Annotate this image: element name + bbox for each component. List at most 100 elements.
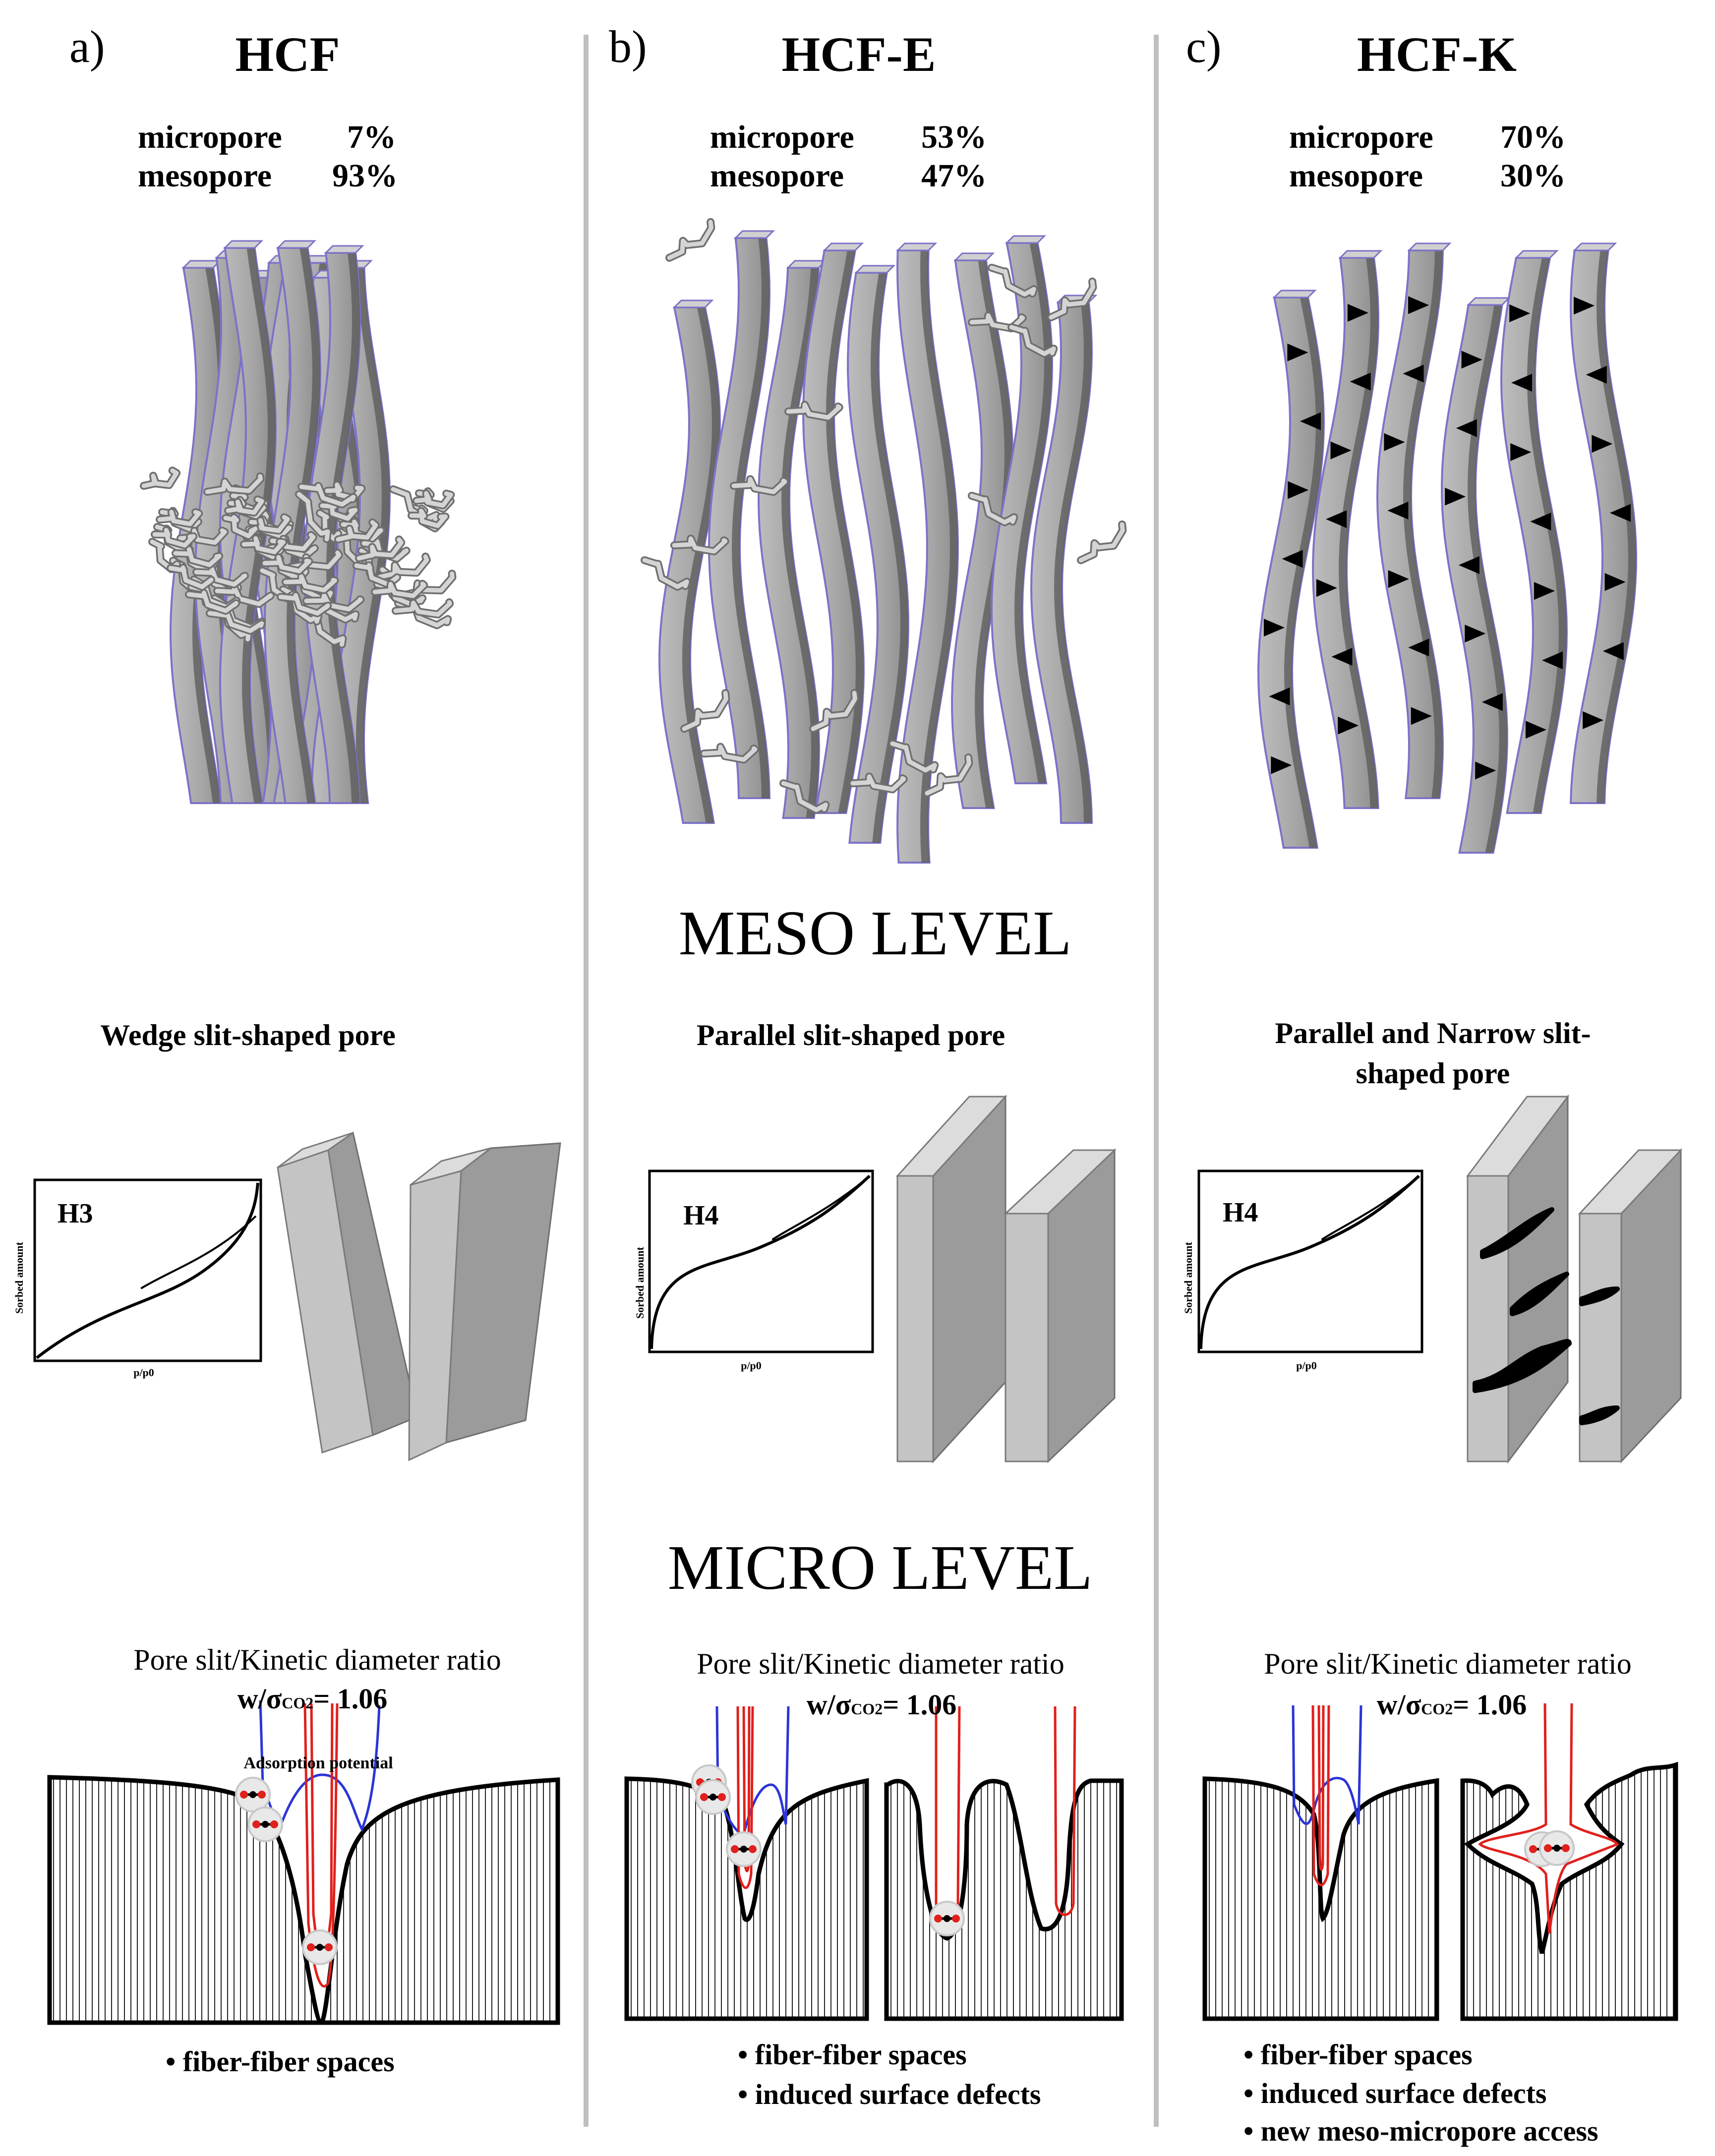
panel-a-fibril (140, 466, 181, 490)
panel-b-fibril (730, 475, 789, 496)
panel-c-defect (1326, 510, 1347, 528)
panel-b-mesopore-label: mesopore (710, 158, 844, 194)
panel-c-defect (1511, 374, 1533, 392)
panel-a-hysteresis-type: H3 (58, 1198, 93, 1229)
panel-c-fiber (1257, 290, 1325, 849)
panel-a-slab-left (277, 1131, 418, 1454)
panel-c-title: HCF-K (1357, 27, 1517, 82)
panel-a-fibril (371, 580, 428, 600)
panel-a-fibril (245, 513, 292, 535)
co2-molecule (695, 1779, 731, 1815)
panel-a-fibril (203, 472, 265, 496)
panel-b-fiber (708, 230, 775, 799)
panel-b-pore-shape: Parallel slit-shaped pore (696, 1019, 1005, 1051)
panel-c-defect (1287, 344, 1308, 361)
panel-c-slab-right (1578, 1148, 1683, 1463)
panel-a-fibril (355, 535, 406, 562)
panel-c-defect (1475, 761, 1496, 780)
panel-b-axis-y-label: Sorbed amount (634, 1247, 646, 1319)
panel-a-micropore-label: micropore (138, 119, 282, 155)
panel-c-slit-defect (1473, 1339, 1572, 1393)
panel-a-fibril (413, 489, 455, 510)
panel-a-fiber (219, 240, 277, 804)
panel-c-slit-defect (1510, 1272, 1569, 1316)
panel-b-potential-outer (742, 1706, 790, 1835)
panel-b-bullet-2: • induced surface defects (738, 2078, 1041, 2110)
panel-c-defect (1445, 487, 1466, 506)
panel-a-letter: a) (69, 21, 105, 72)
panel-a-fibril (148, 538, 181, 573)
panel-c-defect (1269, 687, 1290, 705)
panel-a-pore-shape: Wedge slit-shaped pore (100, 1019, 396, 1051)
panel-c-potential-inner-2 (1478, 1703, 1620, 1934)
co2-molecule (302, 1929, 338, 1965)
panel-c-defect (1602, 642, 1624, 660)
panel-c-defect (1271, 756, 1292, 774)
panel-c-fiber (1312, 250, 1383, 809)
panel-c-pore-surface-2 (1460, 1761, 1678, 2021)
panel-c-defect (1282, 550, 1303, 568)
panel-c-defect (1384, 433, 1405, 451)
panel-c-fiber (1500, 250, 1568, 814)
panel-c-ratio-formula: w/σCO2= 1.06 (1376, 1689, 1527, 1721)
panel-b-micropore-value: 53% (921, 119, 987, 155)
panel-c-ratio-label: Pore slit/Kinetic diameter ratio (1264, 1647, 1632, 1680)
panel-a-fiber (303, 245, 364, 804)
panel-c-micropore-label: micropore (1289, 119, 1433, 155)
panel-b-fibril (849, 772, 908, 794)
panel-b-pore-surface-2 (884, 1778, 1124, 2021)
panel-b-fibril (680, 689, 730, 733)
panel-a-fibril (151, 526, 198, 549)
panel-a-mesopore-value: 93% (332, 158, 398, 194)
panel-b-slab-right (1004, 1148, 1117, 1463)
panel-c-slit-defect (1579, 1286, 1620, 1306)
panel-c-potential-outer (1292, 1705, 1362, 1825)
panel-c-defect (1300, 412, 1321, 430)
panel-c-defect (1263, 619, 1285, 637)
panel-b-potential-inner-2 (935, 1706, 961, 1920)
panel-a-fibril (172, 545, 224, 569)
panel-b-fibril (784, 401, 843, 422)
panel-b-fiber (896, 242, 959, 864)
panel-b-axis-x-label: p/p0 (741, 1359, 762, 1372)
panel-c-bullet-2: • induced surface defects (1243, 2077, 1547, 2109)
panel-b-ratio-label: Pore slit/Kinetic diameter ratio (697, 1647, 1064, 1680)
panel-c-defect (1338, 716, 1359, 735)
panel-b-title: HCF-E (781, 27, 936, 82)
panel-c-isotherm-inset (1197, 1169, 1423, 1353)
panel-b-fibril (670, 534, 729, 556)
panel-a-fibril (318, 498, 359, 523)
panel-b-fibril (1047, 277, 1097, 321)
panel-a-fibril (389, 485, 440, 524)
panel-c-defect (1541, 651, 1563, 669)
panel-b-fibril (1077, 520, 1127, 564)
panel-a-fibril (206, 608, 266, 635)
panel-c-axis-x-label: p/p0 (1296, 1359, 1317, 1372)
panel-c-defect (1316, 579, 1337, 597)
panel-b-fibril (641, 556, 691, 591)
panel-c-slit-defect (1579, 1405, 1620, 1425)
panel-b-fibril (700, 743, 759, 764)
panel-a-ratio-label: Pore slit/Kinetic diameter ratio (133, 1643, 501, 1676)
panel-a-bullet-1: • fiber-fiber spaces (166, 2045, 395, 2078)
panel-c-defect (1604, 573, 1626, 591)
panel-c-micropore-value: 70% (1500, 119, 1566, 155)
panel-a-fibril (185, 588, 240, 615)
panel-a-fibril (156, 508, 203, 528)
panel-a-fibril (353, 561, 401, 588)
panel-c-potential-inner (1311, 1705, 1330, 1886)
panel-c-defect (1403, 364, 1424, 383)
panel-c-defect (1408, 296, 1429, 314)
panel-b-fibril (779, 779, 830, 814)
panel-c-defect (1609, 504, 1631, 522)
panel-b-fiber (802, 242, 865, 814)
panel-b-pore-surface-1 (624, 1776, 869, 2021)
panel-c-mesopore-value: 30% (1500, 158, 1566, 194)
co2-molecule (247, 1806, 283, 1842)
panel-a-fibril (408, 507, 450, 530)
panel-a-ratio-formula: w/σCO2= 1.06 (237, 1683, 388, 1715)
panel-c-axis-y-label: Sorbed amount (1182, 1242, 1194, 1314)
panel-b-fibril (988, 264, 1038, 298)
panel-c-bullet-1: • fiber-fiber spaces (1243, 2039, 1473, 2071)
